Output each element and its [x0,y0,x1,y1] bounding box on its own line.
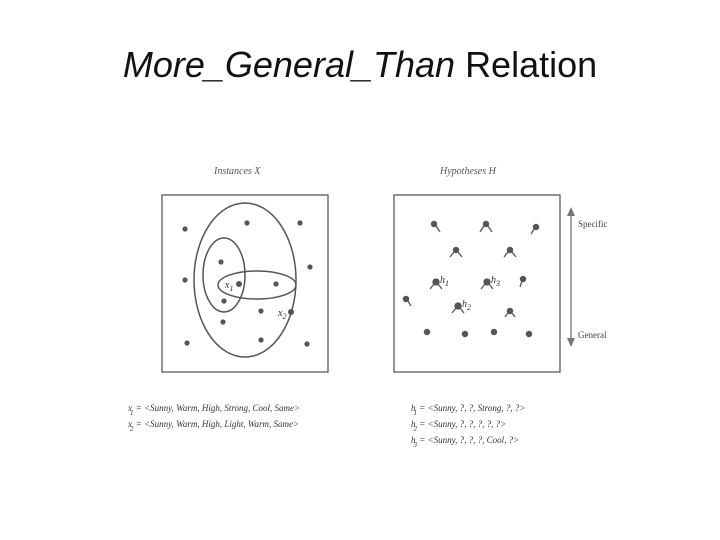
hypotheses-panel: h1 h3 h2 Specific General [393,194,608,373]
hypothesis-node [479,220,493,233]
hypotheses-frame [393,194,561,373]
arrow-up-icon [567,207,575,216]
hypothesis-h1-node [429,278,443,290]
instance-dot [220,319,226,325]
hypothesis-node [430,220,441,233]
title-italic-part: More_General_Than [122,44,456,85]
instance-dot [182,226,188,232]
hypothesis-definitions: h1 = <Sunny, ?, ?, Strong, ?, ?> h2 = <S… [411,400,526,449]
instance-x1-dot [236,281,242,287]
hypothesis-node [525,330,533,338]
hypothesis-node [504,307,516,318]
slide-title: More_General_Than Relation [0,44,720,86]
hypothesis-node [461,330,469,338]
instance-x2-dot [288,309,294,315]
x2-label: x2 [277,308,286,321]
instance-set-h1-ellipse [202,237,246,313]
instances-panel: x1 x2 [161,194,329,373]
hypothesis-node [402,295,412,307]
hypothesis-h2-node [451,302,465,314]
instance-dot [218,259,224,265]
hypothesis-h3-node [480,278,494,290]
hypothesis-node [503,246,517,258]
instance-set-h3-ellipse [217,270,297,300]
instance-set-outer-ellipse [193,202,297,358]
x1-label: x1 [224,280,233,293]
instance-dot [258,337,264,343]
instances-frame [161,194,329,373]
arrow-down-icon [567,338,575,347]
instance-dot [182,277,188,283]
hypothesis-definition-h1: h1 = <Sunny, ?, ?, Strong, ?, ?> [411,403,526,417]
instance-dot [273,281,279,287]
hypothesis-node [423,328,431,336]
instance-definition-x2: x2 = <Sunny, Warm, High, Light, Warm, Sa… [128,419,300,433]
h1-label: h1 [440,275,449,288]
hypothesis-node [490,328,498,336]
instance-dot [184,340,190,346]
specificity-axis: Specific General [567,207,608,347]
hypothesis-node [519,275,527,288]
title-plain-part: Relation [465,44,598,85]
instance-dot [297,220,303,226]
instances-panel-label: Instances X [214,166,261,177]
hypothesis-definition-h2: h2 = <Sunny, ?, ?, ?, ?, ?> [411,419,507,433]
instance-dot [258,308,264,314]
instance-definition-x1: x1 = <Sunny, Warm, High, Strong, Cool, S… [128,403,301,417]
axis-general-label: General [578,330,607,340]
hypothesis-definition-h3: h3 = <Sunny, ?, ?, ?, Cool, ?> [411,435,520,449]
h2-label: h2 [462,299,471,312]
hypotheses-panel-label: Hypotheses H [440,166,496,177]
instance-definitions: x1 = <Sunny, Warm, High, Strong, Cool, S… [128,400,301,433]
instance-dot [304,341,310,347]
hypothesis-node [449,246,463,258]
instance-dot [221,298,227,304]
h3-label: h3 [491,275,500,288]
hypothesis-node [530,223,540,235]
instance-dot [307,264,313,270]
axis-specific-label: Specific [578,219,608,229]
instance-dot [244,220,250,226]
